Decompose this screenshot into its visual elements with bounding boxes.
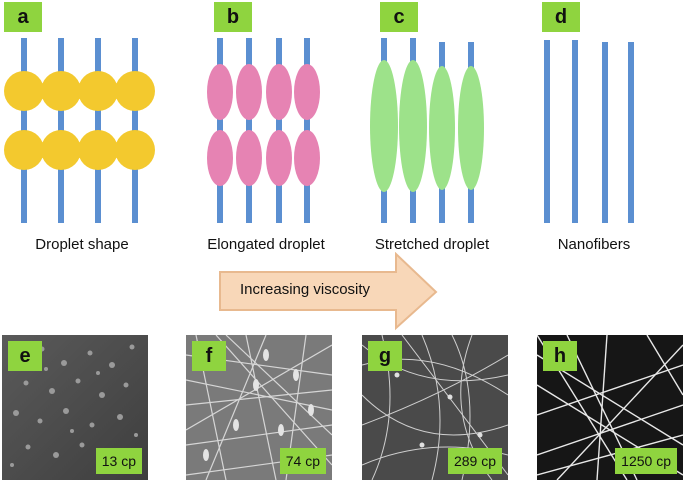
fiber-line: [544, 40, 550, 223]
droplet: [78, 130, 118, 170]
sem-label-h: h: [543, 341, 577, 371]
caption-d: Nanofibers: [557, 236, 631, 253]
droplet: [399, 60, 427, 192]
sem-image-h: h 1250 cp: [537, 335, 683, 480]
elongated-droplet-diagram: [207, 38, 320, 223]
caption-c: Stretched droplet: [374, 236, 490, 253]
sem-label-g: g: [368, 341, 402, 371]
arrow-shape: [219, 252, 438, 331]
fiber-lines: [21, 38, 138, 223]
sem-image-g: g 289 cp: [362, 335, 508, 480]
droplet: [266, 64, 292, 120]
nanofibers-diagram: [544, 40, 634, 223]
droplet: [115, 130, 155, 170]
droplet: [41, 130, 81, 170]
increasing-viscosity-arrow: [219, 252, 438, 331]
droplet: [236, 64, 262, 120]
fiber-lines: [217, 38, 310, 223]
panel-label-a: a: [4, 2, 42, 32]
droplet: [294, 130, 320, 186]
sem-label-f: f: [192, 341, 226, 371]
viscosity-badge-h: 1250 cp: [615, 448, 677, 474]
sem-image-e: e 13 cp: [2, 335, 148, 480]
caption-b: Elongated droplet: [207, 236, 325, 253]
droplet: [78, 71, 118, 111]
sem-image-f: f 74 cp: [186, 335, 332, 480]
panel-label-d: d: [542, 2, 580, 32]
viscosity-badge-f: 74 cp: [279, 448, 326, 474]
fiber-line: [602, 42, 608, 223]
droplet: [115, 71, 155, 111]
droplet: [207, 64, 233, 120]
droplets: [207, 64, 320, 186]
viscosity-badge-e: 13 cp: [95, 448, 142, 474]
droplet-shape-diagram: [4, 38, 155, 223]
stretched-droplet-diagram: [370, 38, 484, 223]
droplet: [294, 64, 320, 120]
droplet: [370, 60, 398, 192]
droplet: [4, 71, 44, 111]
panel-label-c: c: [380, 2, 418, 32]
droplet: [266, 130, 292, 186]
arrow-label: Increasing viscosity: [240, 281, 371, 298]
fiber-line: [628, 42, 634, 223]
droplet: [41, 71, 81, 111]
caption-a: Droplet shape: [35, 236, 129, 253]
panel-label-b: b: [214, 2, 252, 32]
droplets: [370, 60, 484, 192]
droplet: [458, 66, 484, 190]
droplet: [207, 130, 233, 186]
droplets: [4, 71, 155, 170]
sem-label-e: e: [8, 341, 42, 371]
droplet: [4, 130, 44, 170]
droplet: [236, 130, 262, 186]
fiber-line: [572, 40, 578, 223]
viscosity-badge-g: 289 cp: [447, 448, 502, 474]
droplet: [429, 66, 455, 190]
